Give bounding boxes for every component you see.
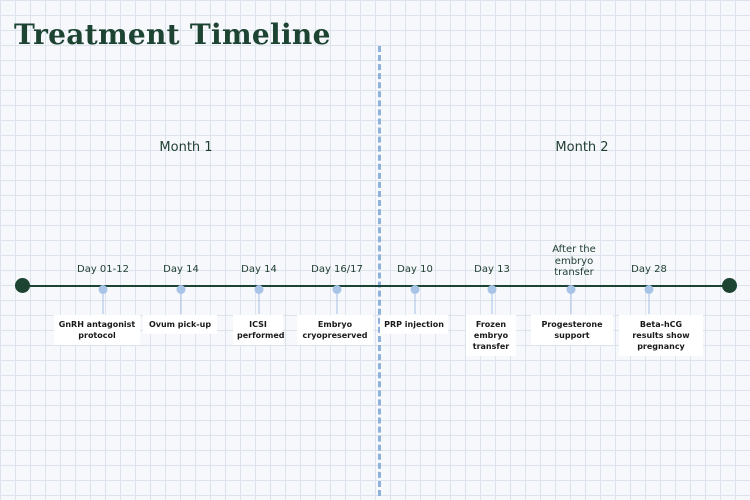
event-day-label: After the embryo transfer bbox=[552, 244, 596, 278]
event-card: Ovum pick-up bbox=[143, 315, 217, 334]
event-card: GnRH antagonist protocol bbox=[54, 315, 140, 345]
event-card: Embryo cryopreserved bbox=[297, 315, 373, 345]
event-marker bbox=[410, 285, 420, 294]
event-marker bbox=[566, 285, 576, 294]
event-day-label: Day 16/17 bbox=[311, 264, 363, 275]
timeline-end-dot bbox=[722, 278, 737, 293]
event-connector bbox=[491, 294, 493, 314]
event-connector bbox=[336, 294, 338, 314]
event-marker bbox=[176, 285, 186, 294]
event-day-label: Day 10 bbox=[397, 264, 433, 275]
event-marker bbox=[487, 285, 497, 294]
event-card: Progesterone support bbox=[531, 315, 613, 345]
event-day-label: Day 28 bbox=[631, 264, 667, 275]
event-marker bbox=[254, 285, 264, 294]
event-connector bbox=[648, 294, 650, 314]
event-day-label: Day 14 bbox=[163, 264, 199, 275]
event-connector bbox=[180, 294, 182, 314]
event-connector bbox=[414, 294, 416, 314]
event-day-label: Day 14 bbox=[241, 264, 277, 275]
event-marker bbox=[644, 285, 654, 294]
page-title: Treatment Timeline bbox=[14, 18, 331, 51]
event-connector bbox=[258, 294, 260, 314]
event-marker bbox=[98, 285, 108, 294]
event-card: Beta-hCG results show pregnancy bbox=[619, 315, 703, 356]
event-day-label: Day 01-12 bbox=[77, 264, 129, 275]
month-1-label: Month 1 bbox=[159, 140, 213, 155]
timeline-start-dot bbox=[15, 278, 30, 293]
month-2-label: Month 2 bbox=[555, 140, 609, 155]
event-marker bbox=[332, 285, 342, 294]
event-connector bbox=[570, 294, 572, 314]
event-card: Frozen embryo transfer bbox=[466, 315, 516, 356]
month-divider bbox=[378, 46, 381, 496]
event-connector bbox=[102, 294, 104, 314]
event-day-label: Day 13 bbox=[474, 264, 510, 275]
timeline-axis bbox=[22, 285, 730, 287]
event-card: ICSI performed bbox=[233, 315, 285, 345]
event-card: PRP injection bbox=[380, 315, 448, 334]
